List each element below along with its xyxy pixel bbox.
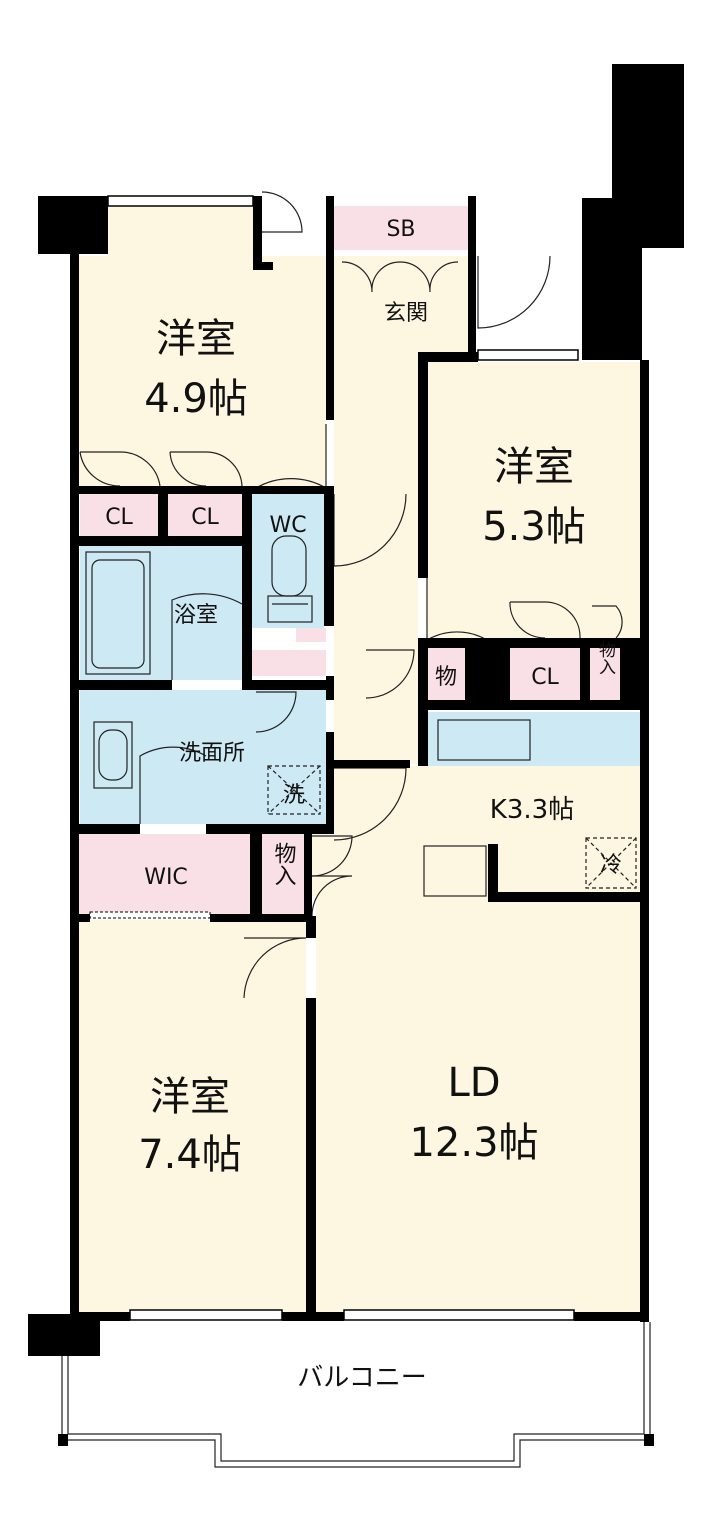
living-dining-size: 12.3帖 xyxy=(409,1120,538,1166)
western-room-3-size: 7.4帖 xyxy=(138,1132,242,1178)
western-room-2-size: 5.3帖 xyxy=(482,504,586,550)
bathroom-label: 浴室 xyxy=(174,603,218,628)
storage-room2-label: 物入 xyxy=(595,641,616,675)
storage-small-label: 物 xyxy=(435,665,457,690)
closet-3 xyxy=(510,646,580,700)
toilet-label: WC xyxy=(269,513,306,538)
western-room-3-name: 洋室 xyxy=(150,1074,230,1120)
toilet-icon xyxy=(267,535,313,623)
washer-label: 洗 xyxy=(283,783,305,808)
toilet-strip xyxy=(296,628,326,642)
storage-hall-label: 物入 xyxy=(271,842,297,886)
western-room-3-floor xyxy=(78,920,306,1314)
bathtub-icon xyxy=(85,551,151,675)
living-dining-floor xyxy=(316,896,642,1314)
living-dining-name: LD xyxy=(447,1060,500,1106)
western-room-2-name: 洋室 xyxy=(494,444,574,490)
bathroom-floor xyxy=(80,546,242,680)
entrance-floor xyxy=(334,256,468,354)
closet-2 xyxy=(168,494,242,536)
entrance-label: 玄関 xyxy=(384,301,428,326)
wash-basin-icon xyxy=(93,721,133,789)
kitchen-label: K3.3帖 xyxy=(490,795,574,825)
closet-2-label: CL xyxy=(191,505,219,530)
walk-in-closet-floor xyxy=(78,834,250,914)
washroom-label: 洗面所 xyxy=(179,741,245,766)
closet-1 xyxy=(80,494,158,536)
hallway-floor xyxy=(334,354,418,764)
western-room-1-size: 4.9帖 xyxy=(144,376,248,422)
corridor-strip xyxy=(252,650,326,676)
storage-hall xyxy=(262,834,304,914)
fridge-label: 冷 xyxy=(600,853,622,878)
walls xyxy=(28,64,684,1356)
washroom-floor xyxy=(80,690,326,824)
walk-in-closet-label: WIC xyxy=(144,865,188,890)
storage-room2 xyxy=(590,646,620,700)
kitchen-floor xyxy=(420,766,642,896)
fridge-icon xyxy=(585,837,637,889)
western-room-1-floor xyxy=(78,256,326,488)
bay-window-floor xyxy=(108,200,253,256)
shoe-box-label: SB xyxy=(386,217,415,242)
western-room-1-name: 洋室 xyxy=(156,316,236,362)
kitchen-sink-icon xyxy=(437,719,531,761)
storage-small xyxy=(427,646,465,700)
door-swings xyxy=(79,191,623,999)
kitchen-counter-outline xyxy=(423,845,487,897)
washer-icon xyxy=(267,765,321,815)
shoe-box xyxy=(334,206,468,250)
western-room-2-floor xyxy=(427,362,643,638)
kitchen-counter xyxy=(428,712,642,766)
balcony xyxy=(58,1322,654,1468)
closet-1-label: CL xyxy=(105,505,133,530)
balcony-label: バルコニー xyxy=(297,1363,426,1393)
closet-3-label: CL xyxy=(531,665,559,690)
